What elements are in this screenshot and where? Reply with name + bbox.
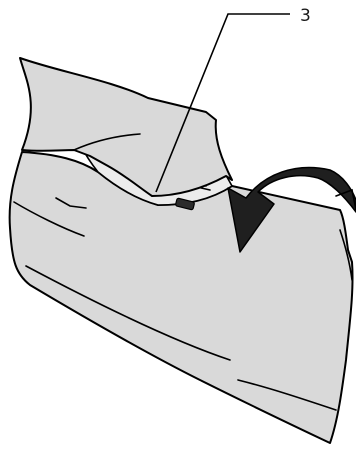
callout-number: 3 [300,6,311,26]
